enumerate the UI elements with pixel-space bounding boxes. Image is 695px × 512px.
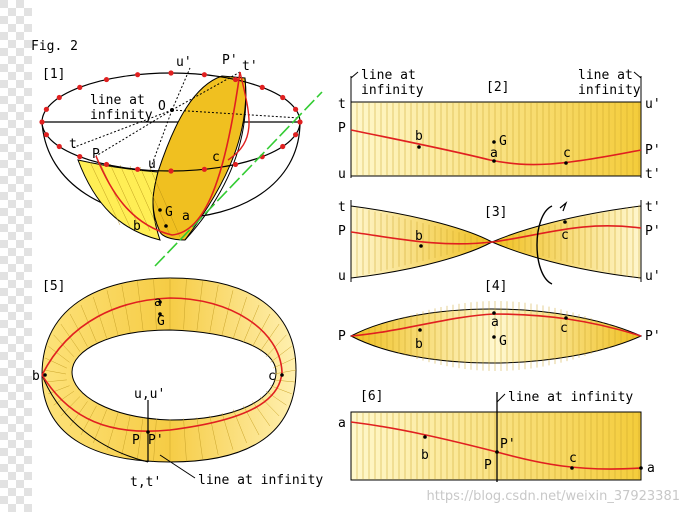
label-c: c (212, 150, 220, 165)
panel-5-a: a (154, 295, 162, 310)
label-a: a (182, 209, 190, 224)
panel-2-p: P (338, 121, 346, 136)
panel-5-annotation: line at infinity (198, 473, 323, 488)
panel-3-label: [3] (484, 205, 507, 220)
panel-4-b: b (415, 337, 423, 352)
point-a-dot (164, 224, 168, 228)
panel-5-p: P (132, 433, 140, 448)
panel-1-label: [1] (42, 67, 65, 82)
panel-6-a-left: a (338, 416, 346, 431)
label-p-prime: P' (222, 53, 238, 68)
panel-3-u: u (338, 269, 346, 284)
panel-2-g: G (499, 134, 507, 149)
label-u: u (148, 157, 156, 172)
panel-3-curve (350, 225, 642, 245)
panel-6-b: b (421, 448, 429, 463)
label-b: b (133, 219, 141, 234)
panel-3-grid (356, 204, 640, 280)
panel-2-label: [2] (486, 80, 509, 95)
panel-5-label: [5] (42, 279, 65, 294)
panel-6-a-right: a (647, 461, 655, 476)
checker-stripe (0, 0, 32, 512)
rotation-arc (536, 205, 553, 285)
rim-dots (39, 70, 303, 174)
panel-2-t-prime: t' (645, 167, 661, 182)
panel-4: [4] P P' a G b c (338, 279, 661, 371)
point-o (170, 108, 174, 112)
panel-3-p-prime: P' (645, 224, 661, 239)
projection-lines (71, 67, 301, 171)
panel-2-b: b (415, 129, 423, 144)
panel-5-b: b (32, 369, 40, 384)
panel-5: [5] a G b c u,u' P P' t,t' line at infin… (32, 277, 323, 490)
panel-5-tt: t,t' (130, 475, 161, 490)
label-g: G (165, 205, 173, 220)
ring-surface (41, 277, 297, 463)
panel-6-p: P (484, 458, 492, 473)
ring-spokes (43, 278, 297, 462)
panel-3-u-prime: u' (645, 269, 661, 284)
panel-2-a: a (490, 146, 498, 161)
point-g-dot (158, 208, 162, 212)
panel-5-c: c (268, 369, 276, 384)
panel-3-t-prime: t' (645, 200, 661, 215)
panel-4-c: c (560, 321, 568, 336)
panel-6-label: [6] (360, 389, 383, 404)
bowl-meridians (89, 161, 181, 238)
panel-4-g: G (499, 334, 507, 349)
annotation-line-infinity: line at infinity (90, 93, 153, 123)
label-p: P (92, 147, 100, 162)
panel-6-grid (356, 413, 640, 479)
panel-4-label: [4] (484, 279, 507, 294)
red-curve-back (227, 71, 250, 161)
watermark: https://blog.csdn.net/weixin_37923381 (426, 489, 680, 504)
ring-twist-edge (41, 374, 149, 463)
panel-2-c: c (563, 146, 571, 161)
label-o: O (158, 99, 166, 114)
panel-4-a: a (491, 315, 499, 330)
panel-1: [1] u' P' t' line at (39, 53, 323, 267)
panel-3-t: t (338, 200, 346, 215)
rotation-arrowhead (559, 201, 568, 212)
panel-6-c: c (569, 451, 577, 466)
panel-4-p: P (338, 329, 346, 344)
panel-2-t: t (338, 97, 346, 112)
red-curve (95, 71, 241, 236)
bowl-band-gold (152, 75, 247, 241)
panel-5-g: G (157, 314, 165, 329)
panel-2-strip (350, 101, 642, 177)
panel-2-curve (350, 129, 642, 166)
label-u-prime: u' (176, 55, 192, 70)
panel-5-uu: u,u' (134, 387, 165, 402)
panel-3: [3] t P u t' P' u' b c (338, 200, 661, 285)
panel-5-pp: P' (148, 433, 164, 448)
panel-4-p-prime: P' (645, 329, 661, 344)
panel-6-p-prime: P' (500, 437, 516, 452)
panel-2-grid (356, 103, 640, 175)
panel-3-p: P (338, 224, 346, 239)
panel-6-annotation: line at infinity (508, 390, 633, 405)
panel-6: [6] line at infinity a b P' P c a (338, 389, 655, 482)
panel-2-p-prime: P' (645, 143, 661, 158)
panel-3-b: b (415, 229, 423, 244)
label-t-prime: t' (242, 59, 258, 74)
panel-2-u: u (338, 167, 346, 182)
label-t: t (69, 137, 77, 152)
panel-6-strip (350, 411, 642, 481)
green-tangent-line (154, 91, 323, 267)
panel-2-u-prime: u' (645, 97, 661, 112)
panel-3-c: c (561, 228, 569, 243)
ring-curve (41, 297, 283, 432)
figure-title: Fig. 2 (31, 39, 78, 54)
